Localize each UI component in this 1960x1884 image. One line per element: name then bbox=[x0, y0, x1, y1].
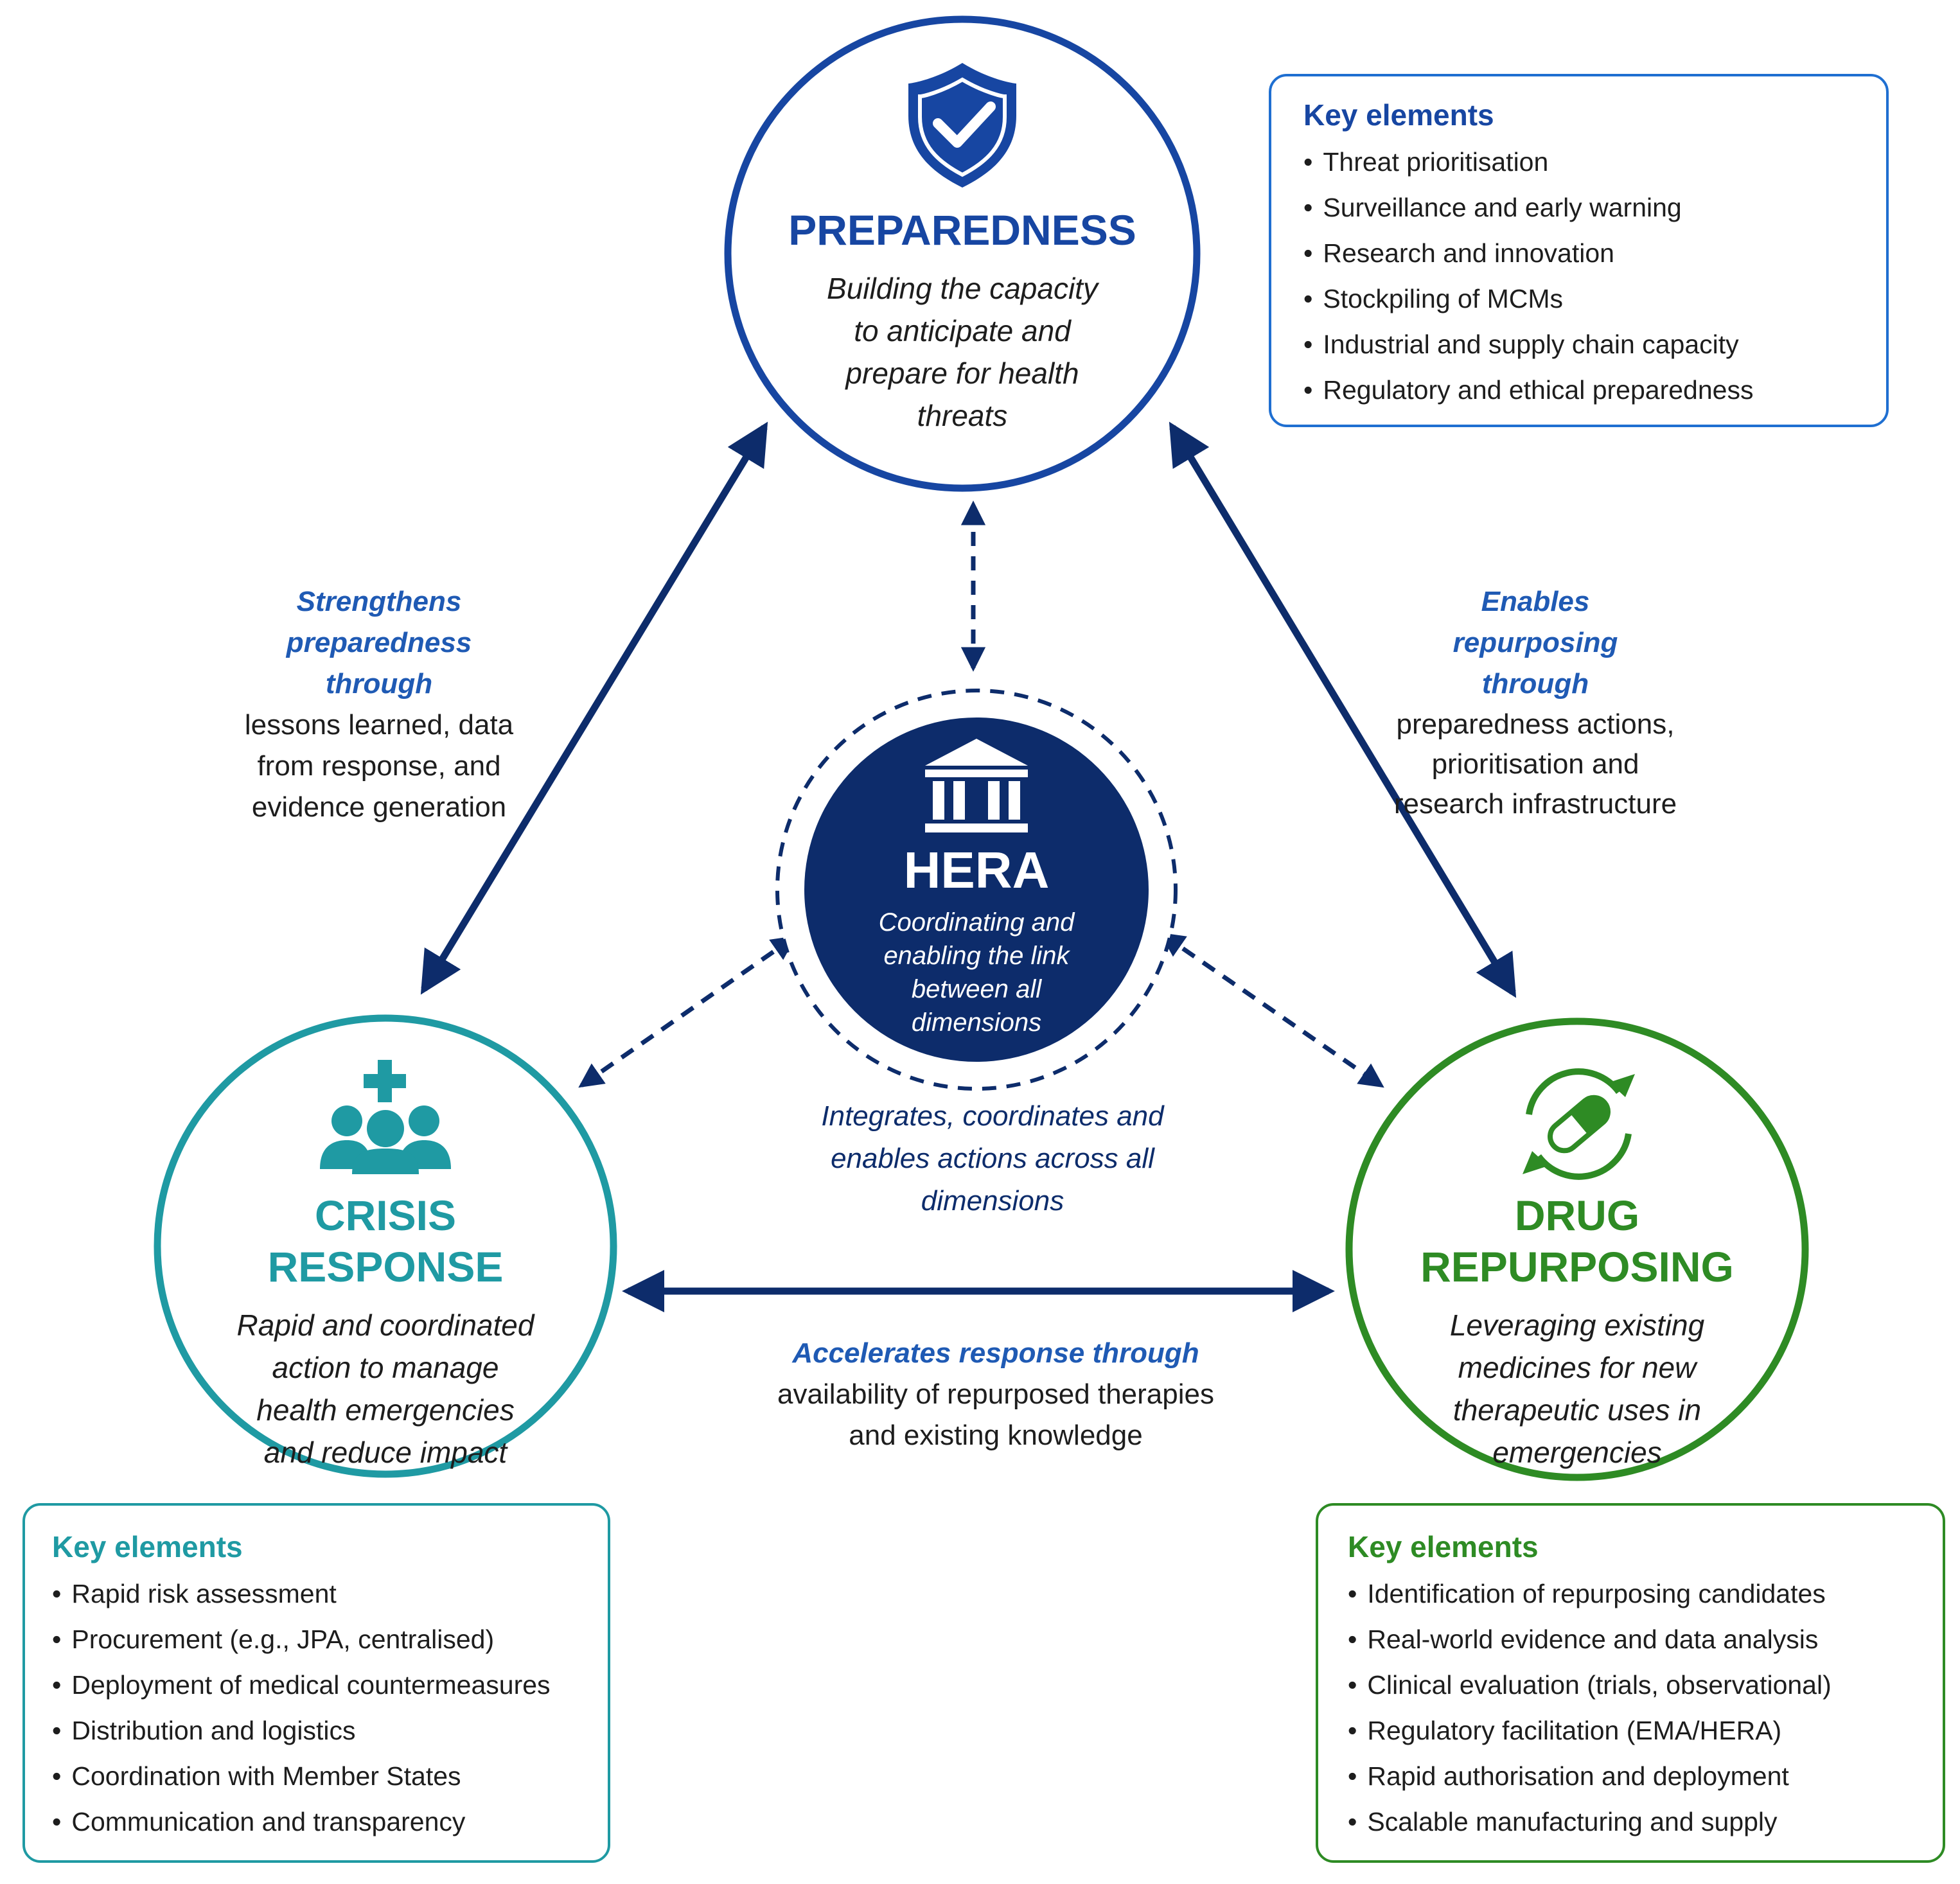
drug-repurposing-circle bbox=[1345, 1017, 1809, 1481]
key-element-item: Scalable manufacturing and supply bbox=[1348, 1799, 1913, 1845]
crisis-response-title: CRISIS RESPONSE bbox=[267, 1192, 504, 1290]
link-label-preparedness-repurposing: Enables repurposing through preparedness… bbox=[1368, 581, 1702, 824]
crisis-response-description: Rapid and coordinated action to manage h… bbox=[236, 1308, 534, 1469]
link-label-repurposing-crisis: Accelerates response through availabilit… bbox=[739, 1333, 1253, 1456]
preparedness-key-elements-heading: Key elements bbox=[1303, 98, 1494, 132]
key-element-item: Distribution and logistics bbox=[52, 1708, 581, 1754]
key-element-item: Deployment of medical countermeasures bbox=[52, 1662, 581, 1708]
crisis-response-node: CRISIS RESPONSE Rapid and coordinated ac… bbox=[193, 1190, 578, 1474]
link-heading-strengthens: Strengthens preparedness through bbox=[286, 586, 472, 700]
link-body-strengthens: lessons learned, data from response, and… bbox=[244, 709, 514, 823]
dashed-arrow-hera-repurposing bbox=[1160, 932, 1384, 1088]
drug-repurposing-title: DRUG REPURPOSING bbox=[1420, 1192, 1734, 1290]
bank-building-icon bbox=[925, 739, 1028, 832]
crisis-response-key-elements-heading: Key elements bbox=[52, 1530, 243, 1563]
key-element-item: Rapid authorisation and deployment bbox=[1348, 1754, 1913, 1799]
crisis-response-key-elements-box: Key elements Rapid risk assessment Procu… bbox=[22, 1503, 610, 1863]
link-body-accelerates: availability of repurposed therapies and… bbox=[777, 1378, 1214, 1451]
drug-repurposing-node: DRUG REPURPOSING Leveraging existing med… bbox=[1368, 1190, 1786, 1474]
preparedness-title: PREPAREDNESS bbox=[788, 206, 1136, 254]
medical-team-icon bbox=[320, 1060, 451, 1174]
arrow-crisis-preparedness bbox=[420, 421, 768, 995]
dashed-arrow-hera-crisis bbox=[578, 935, 797, 1088]
preparedness-circle bbox=[724, 15, 1201, 492]
preparedness-key-elements-box: Key elements Threat prioritisation Surve… bbox=[1269, 74, 1889, 427]
drug-repurposing-description: Leveraging existing medicines for new th… bbox=[1449, 1308, 1705, 1469]
key-element-item: Communication and transparency bbox=[52, 1799, 581, 1845]
key-element-item: Research and innovation bbox=[1303, 231, 1854, 276]
preparedness-node: PREPAREDNESS Building the capacity to an… bbox=[770, 204, 1155, 437]
key-element-item: Rapid risk assessment bbox=[52, 1571, 581, 1617]
preparedness-key-elements-list: Threat prioritisation Surveillance and e… bbox=[1303, 139, 1854, 413]
key-element-item: Coordination with Member States bbox=[52, 1754, 581, 1799]
key-element-item: Stockpiling of MCMs bbox=[1303, 276, 1854, 322]
key-element-item: Industrial and supply chain capacity bbox=[1303, 322, 1854, 367]
link-label-crisis-preparedness: Strengthens preparedness through lessons… bbox=[212, 581, 546, 828]
hera-title: HERA bbox=[903, 841, 1050, 899]
drug-repurposing-key-elements-list: Identification of repurposing candidates… bbox=[1348, 1571, 1913, 1845]
hera-description: Coordinating and enabling the link betwe… bbox=[878, 908, 1075, 1037]
key-element-item: Regulatory facilitation (EMA/HERA) bbox=[1348, 1708, 1913, 1754]
crisis-response-key-elements-list: Rapid risk assessment Procurement (e.g.,… bbox=[52, 1571, 581, 1845]
key-element-item: Surveillance and early warning bbox=[1303, 185, 1854, 231]
hera-caption: Integrates, coordinates and enables acti… bbox=[821, 1100, 1164, 1217]
key-element-item: Identification of repurposing candidates bbox=[1348, 1571, 1913, 1617]
key-element-item: Procurement (e.g., JPA, centralised) bbox=[52, 1617, 581, 1662]
drug-repurposing-key-elements-heading: Key elements bbox=[1348, 1530, 1539, 1563]
key-element-item: Clinical evaluation (trials, observation… bbox=[1348, 1662, 1913, 1708]
key-element-item: Real-world evidence and data analysis bbox=[1348, 1617, 1913, 1662]
hera-node: HERA Coordinating and enabling the link … bbox=[851, 841, 1102, 1039]
arrow-preparedness-repurposing bbox=[1169, 421, 1517, 998]
key-element-item: Threat prioritisation bbox=[1303, 139, 1854, 185]
shield-check-icon bbox=[908, 63, 1016, 188]
link-body-enables: preparedness actions, prioritisation and… bbox=[1393, 709, 1677, 820]
link-heading-enables: Enables repurposing through bbox=[1452, 586, 1618, 700]
link-heading-accelerates: Accelerates response through bbox=[792, 1337, 1199, 1369]
preparedness-description: Building the capacity to anticipate and … bbox=[827, 272, 1098, 432]
pill-cycle-icon bbox=[1523, 1068, 1635, 1180]
crisis-response-circle bbox=[154, 1014, 617, 1478]
drug-repurposing-key-elements-box: Key elements Identification of repurposi… bbox=[1316, 1503, 1945, 1863]
hera-core-circle bbox=[804, 718, 1149, 1062]
key-element-item: Regulatory and ethical preparedness bbox=[1303, 367, 1854, 413]
